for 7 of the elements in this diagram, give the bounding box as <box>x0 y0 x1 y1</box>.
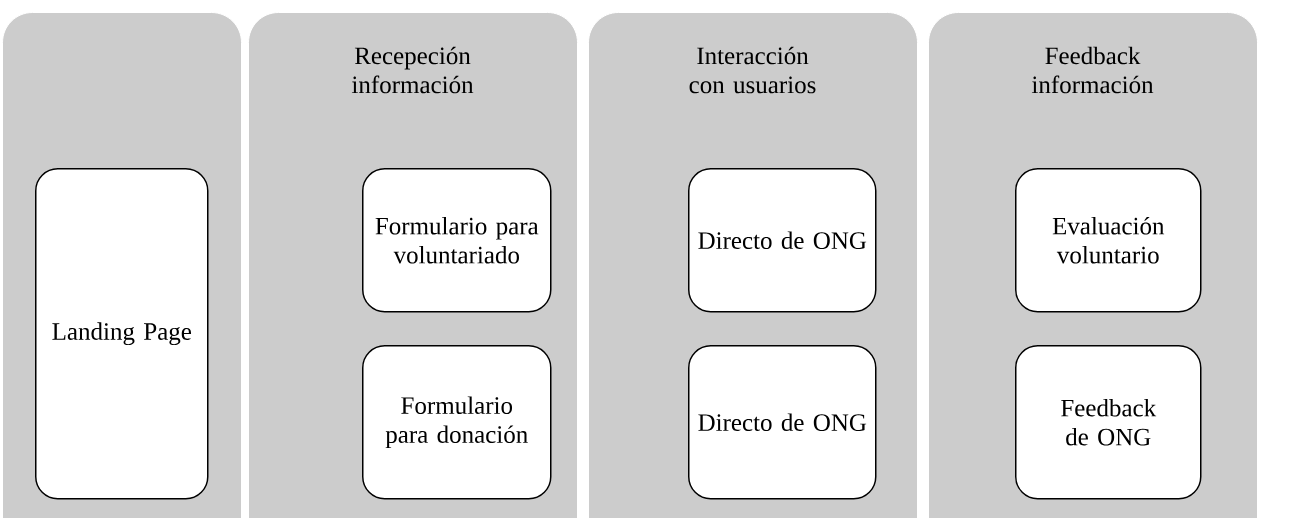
content-box: Directo de ONG <box>688 168 877 313</box>
content-box: Directo de ONG <box>688 345 877 500</box>
content-box: Landing Page <box>35 168 209 500</box>
content-box: Formulario para voluntariado <box>362 168 552 313</box>
content-box: Feedback de ONG <box>1015 345 1202 500</box>
content-box: Formulario para donación <box>362 345 552 500</box>
content-box: Evaluación voluntario <box>1015 168 1202 313</box>
